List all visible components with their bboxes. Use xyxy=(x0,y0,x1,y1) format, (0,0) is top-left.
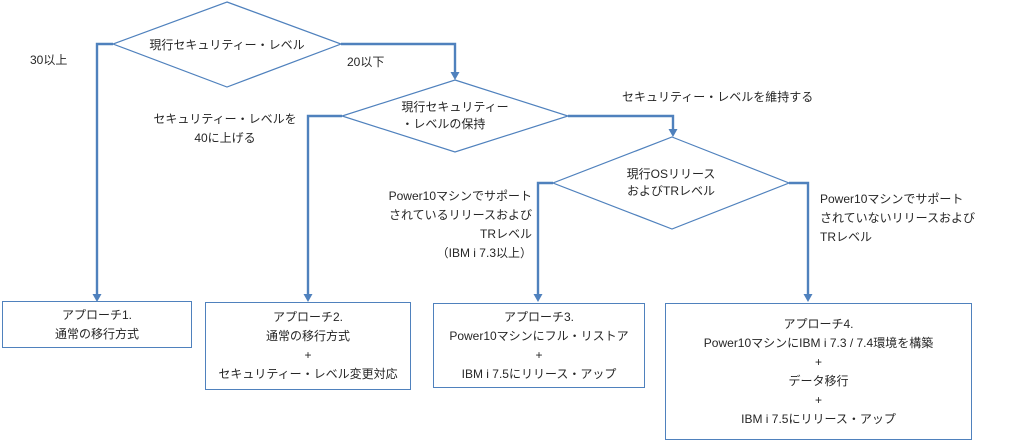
edge-label-30plus: 30以上 xyxy=(30,53,68,67)
edge-label-unsupported-release: Power10マシンでサポート されていないリリースおよび TRレベル xyxy=(820,192,976,244)
connector-raise-to-40 xyxy=(303,114,342,302)
approach-box-1: アプローチ1. 通常の移行方式 xyxy=(2,301,192,348)
connector-supported-release xyxy=(533,181,553,302)
connector-30plus xyxy=(92,42,113,302)
decision-label-keep-security-level: 現行セキュリティー ・レベルの保持 xyxy=(401,100,509,131)
approach-box-3: アプローチ3. Power10マシンにフル・リストア + IBM i 7.5にリ… xyxy=(433,303,645,388)
decision-diamond-os-release-tr xyxy=(551,136,791,230)
edge-label-20below: 20以下 xyxy=(347,55,385,69)
edge-label-keep-level: セキュリティー・レベルを維持する xyxy=(622,90,814,104)
decision-diamond-keep-security-level xyxy=(340,79,570,153)
approach-box-4: アプローチ4. Power10マシンにIBM i 7.3 / 7.4環境を構築 … xyxy=(665,303,972,440)
decision-label-security-level: 現行セキュリティー・レベル xyxy=(149,37,305,52)
connector-20below xyxy=(341,42,460,80)
approach-box-2: アプローチ2. 通常の移行方式 + セキュリティー・レベル変更対応 xyxy=(205,302,411,390)
edge-label-supported-release: Power10マシンでサポート されているリリースおよび TRレベル （IBM … xyxy=(388,189,532,260)
connector-keep-level xyxy=(568,114,678,137)
connector-unsupported-release xyxy=(789,181,813,302)
decision-diamond-security-level xyxy=(111,1,343,88)
edge-label-raise-to-40: セキュリティー・レベルを 40に上げる xyxy=(153,112,297,145)
decision-label-os-release-tr: 現行OSリリース およびTRレベル xyxy=(626,167,716,198)
